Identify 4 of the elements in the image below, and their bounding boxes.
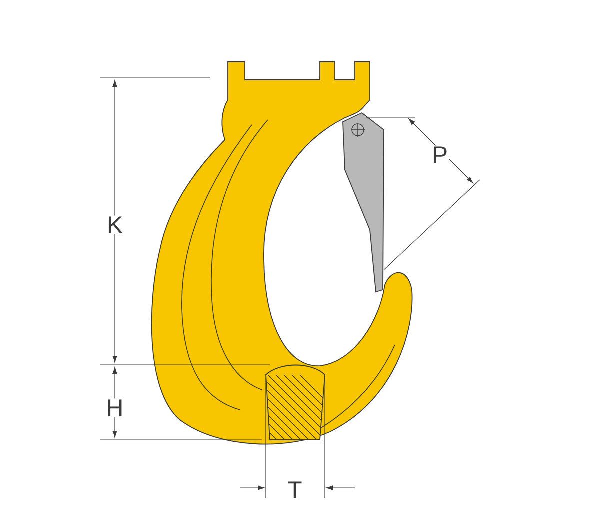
dimension-label: P: [431, 146, 449, 164]
dimension-label: T: [286, 480, 304, 500]
dimension-label: K: [106, 216, 124, 234]
dimension-label: H: [105, 398, 125, 418]
